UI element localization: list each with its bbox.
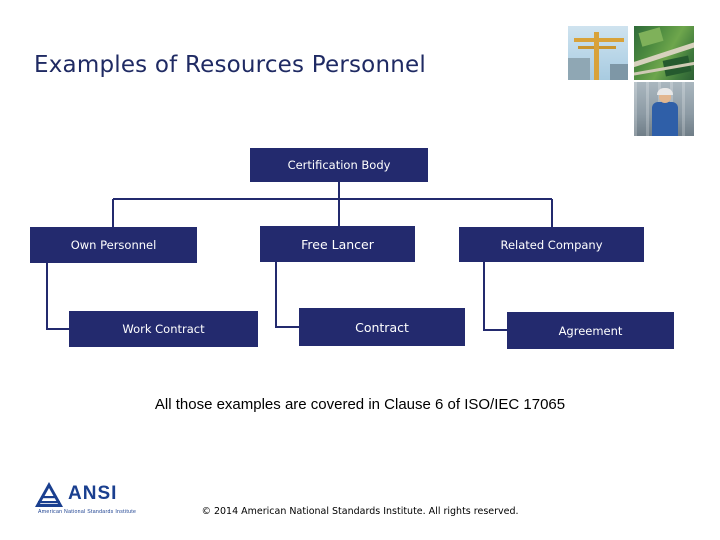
copyright-notice: © 2014 American National Standards Insti… <box>201 506 519 517</box>
ansi-acronym: ANSI <box>68 483 118 504</box>
node-related-company: Related Company <box>459 227 644 262</box>
node-free-lancer: Free Lancer <box>260 226 415 262</box>
industrial-worker-photo <box>632 80 696 138</box>
photo-collage <box>566 24 698 142</box>
ansi-mark-icon <box>35 482 63 507</box>
node-contract: Contract <box>299 308 465 346</box>
ansi-subtitle: American National Standards Institute <box>38 509 137 515</box>
node-certification-body: Certification Body <box>250 148 428 182</box>
aerial-farmland-photo <box>632 24 696 82</box>
ansi-logo: ANSI American National Standards Institu… <box>28 479 150 521</box>
node-own-personnel: Own Personnel <box>30 227 197 263</box>
clause-caption: All those examples are covered in Clause… <box>154 396 566 413</box>
page-title: Examples of Resources Personnel <box>34 52 426 78</box>
node-work-contract: Work Contract <box>69 311 258 347</box>
node-agreement: Agreement <box>507 312 674 349</box>
construction-crane-photo <box>566 24 630 82</box>
